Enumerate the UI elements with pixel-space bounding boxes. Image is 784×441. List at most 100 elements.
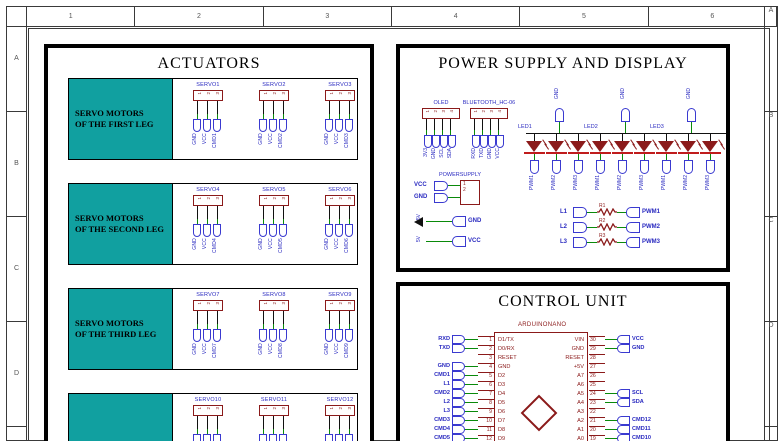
mcu-net-port[interactable]: [452, 335, 465, 344]
led-out-port[interactable]: [662, 160, 671, 174]
servo-pin[interactable]: [269, 119, 277, 132]
mcu-net-port[interactable]: [452, 362, 465, 371]
servo-pin[interactable]: [279, 434, 287, 441]
mcu-net-port[interactable]: [617, 425, 630, 434]
servo-pin[interactable]: [335, 329, 343, 342]
header-pin[interactable]: [472, 135, 480, 148]
servo-pin[interactable]: [345, 329, 353, 342]
led-gnd-port[interactable]: [621, 108, 630, 122]
resistor-left-port[interactable]: [573, 222, 587, 233]
servo-pin[interactable]: [345, 434, 353, 441]
led-out-port[interactable]: [574, 160, 583, 174]
servo-pin[interactable]: [203, 119, 211, 132]
servo-pin[interactable]: [193, 434, 201, 441]
led-out-port[interactable]: [552, 160, 561, 174]
powersupply-port[interactable]: [434, 181, 448, 191]
mcu-pin-name: D0/RX: [498, 346, 515, 352]
servo-symbol[interactable]: SERVO12123GNDVCCCMD12: [311, 397, 369, 441]
mcu-net-port[interactable]: [452, 434, 465, 441]
servo-pin[interactable]: [345, 224, 353, 237]
servo-pin[interactable]: [213, 224, 221, 237]
mcu-net-port[interactable]: [452, 380, 465, 389]
servo-symbol[interactable]: SERVO10123GNDVCCCMD10: [179, 397, 237, 441]
led-out-port[interactable]: [596, 160, 605, 174]
mcu-net-label: CMD10: [632, 435, 651, 441]
mcu-net-port[interactable]: [452, 425, 465, 434]
servo-symbol[interactable]: SERVO11123GNDVCCCMD11: [245, 397, 303, 441]
servo-pin[interactable]: [325, 224, 333, 237]
servo-pin[interactable]: [259, 434, 267, 441]
mcu-net-port[interactable]: [617, 434, 630, 441]
mcu-net-port[interactable]: [452, 389, 465, 398]
servo-pin[interactable]: [279, 119, 287, 132]
servo-pin[interactable]: [345, 119, 353, 132]
mcu-net-port[interactable]: [617, 335, 630, 344]
led-out-port[interactable]: [640, 160, 649, 174]
servo-pin[interactable]: [203, 224, 211, 237]
mcu-net-port[interactable]: [617, 389, 630, 398]
servo-pin[interactable]: [335, 224, 343, 237]
led-gnd-port[interactable]: [555, 108, 564, 122]
servo-pin[interactable]: [259, 224, 267, 237]
led-gnd-port[interactable]: [687, 108, 696, 122]
servo-pin[interactable]: [279, 224, 287, 237]
header-pin[interactable]: [496, 135, 504, 148]
resistor-right-port[interactable]: [626, 207, 640, 218]
servo-pin[interactable]: [259, 329, 267, 342]
servo-pin[interactable]: [335, 119, 343, 132]
servo-pin[interactable]: [259, 119, 267, 132]
servo-pin[interactable]: [325, 434, 333, 441]
mcu-net-port[interactable]: [617, 398, 630, 407]
servo-pin[interactable]: [203, 329, 211, 342]
servo-pin[interactable]: [269, 329, 277, 342]
header-pin[interactable]: [440, 135, 448, 148]
servo-pin[interactable]: [213, 434, 221, 441]
servo-pin[interactable]: [203, 434, 211, 441]
led-out-port[interactable]: [530, 160, 539, 174]
mcu-net-port[interactable]: [617, 344, 630, 353]
servo-pin[interactable]: [269, 224, 277, 237]
header-pin[interactable]: [432, 135, 440, 148]
powersupply-port[interactable]: [434, 193, 448, 203]
servo-pin[interactable]: [193, 119, 201, 132]
mcu-net-port[interactable]: [452, 407, 465, 416]
mcu-net-port[interactable]: [452, 416, 465, 425]
led-out-port[interactable]: [706, 160, 715, 174]
servo-pin[interactable]: [335, 434, 343, 441]
supply-port[interactable]: [452, 216, 466, 227]
resistor-left-port[interactable]: [573, 207, 587, 218]
led-out-port[interactable]: [684, 160, 693, 174]
servo-pin[interactable]: [213, 119, 221, 132]
servo-pin[interactable]: [193, 224, 201, 237]
servo-pin[interactable]: [279, 329, 287, 342]
servo-pin[interactable]: [193, 329, 201, 342]
header-pin[interactable]: [448, 135, 456, 148]
led-out-port[interactable]: [618, 160, 627, 174]
servo-pin[interactable]: [325, 329, 333, 342]
mcu-net-port[interactable]: [452, 344, 465, 353]
mcu-net-port[interactable]: [452, 371, 465, 380]
resistor-left-port[interactable]: [573, 237, 587, 248]
header-pin[interactable]: [488, 135, 496, 148]
mcu-net-port[interactable]: [452, 398, 465, 407]
supply-port[interactable]: [452, 236, 466, 247]
servo-pin[interactable]: [213, 329, 221, 342]
resistor-right-port[interactable]: [626, 222, 640, 233]
servo-pin[interactable]: [325, 119, 333, 132]
header-pin[interactable]: [424, 135, 432, 148]
header-pin[interactable]: [480, 135, 488, 148]
mcu-net-port[interactable]: [617, 416, 630, 425]
resistor-right-port[interactable]: [626, 237, 640, 248]
servo-pin[interactable]: [269, 434, 277, 441]
